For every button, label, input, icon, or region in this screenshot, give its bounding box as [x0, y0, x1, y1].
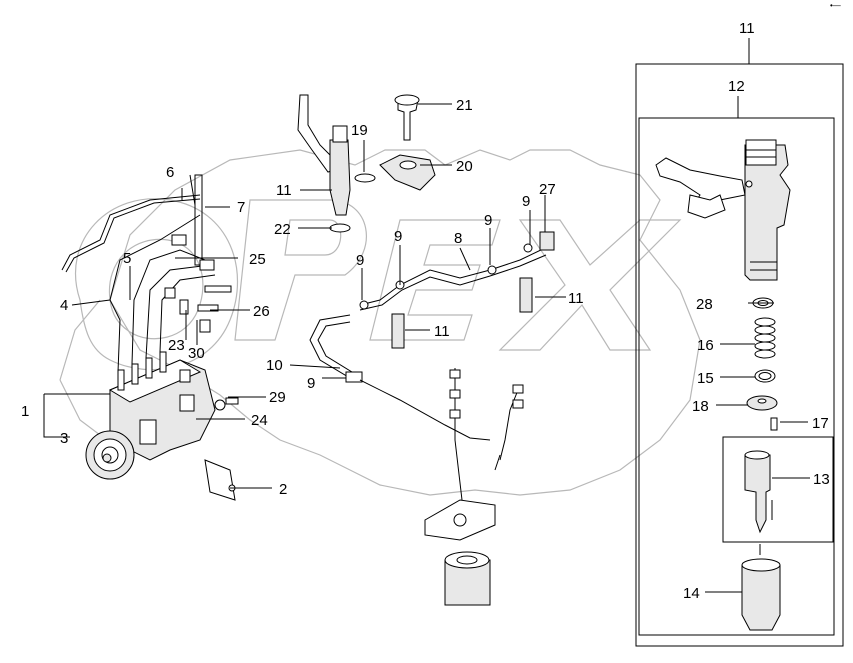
label-27: 27	[539, 181, 556, 198]
label-1: 1	[21, 403, 29, 420]
label-28: 28	[696, 296, 713, 313]
return-lines	[309, 231, 555, 383]
label-18: 18	[692, 398, 709, 415]
label-4: 4	[60, 297, 68, 314]
small-parts	[741, 297, 781, 631]
injection-pump	[85, 319, 239, 501]
label-23: 23	[168, 337, 185, 354]
label-11a: 11	[276, 182, 292, 199]
label-26: 26	[253, 303, 270, 320]
label-9d: 9	[522, 193, 530, 210]
injector-assembly-frame	[635, 38, 844, 647]
label-11b: 11	[568, 290, 584, 307]
label-2: 2	[279, 481, 287, 498]
watermark-text	[74, 198, 682, 371]
label-19: 19	[351, 122, 368, 139]
label-29: 29	[269, 389, 286, 406]
label-13: 13	[813, 471, 830, 488]
label-8: 8	[454, 230, 462, 247]
spring	[754, 317, 776, 359]
label-9c: 9	[484, 212, 492, 229]
label-9b: 9	[356, 252, 364, 269]
fuel-pipes	[61, 174, 232, 373]
label-11c: 11	[434, 323, 450, 340]
label-15: 15	[697, 370, 714, 387]
label-9a: 9	[394, 228, 402, 245]
fuel-filter-assembly	[359, 368, 524, 606]
label-21: 21	[456, 97, 473, 114]
label-20: 20	[456, 158, 473, 175]
injector-nozzle	[655, 139, 791, 281]
label-12: 12	[728, 78, 745, 95]
label-14: 14	[683, 585, 700, 602]
label-7: 7	[237, 199, 245, 216]
label-10: 10	[266, 357, 283, 374]
injector-upper	[297, 94, 436, 233]
corner-mark: •—	[830, 1, 841, 10]
callout-labels: 1 2 3 4 5 6 7 8 9 9 9 9 9 10 11 11 11 11…	[21, 1, 841, 602]
label-16: 16	[697, 337, 714, 354]
label-5: 5	[123, 250, 131, 267]
label-25: 25	[249, 251, 266, 268]
label-3: 3	[60, 430, 68, 447]
label-22: 22	[274, 221, 291, 238]
label-24: 24	[251, 412, 268, 429]
leader-lines	[43, 103, 810, 593]
label-9e: 9	[307, 375, 315, 392]
label-17: 17	[812, 415, 829, 432]
label-11d: 11	[739, 20, 755, 37]
label-6: 6	[166, 164, 174, 181]
label-30: 30	[188, 345, 205, 362]
